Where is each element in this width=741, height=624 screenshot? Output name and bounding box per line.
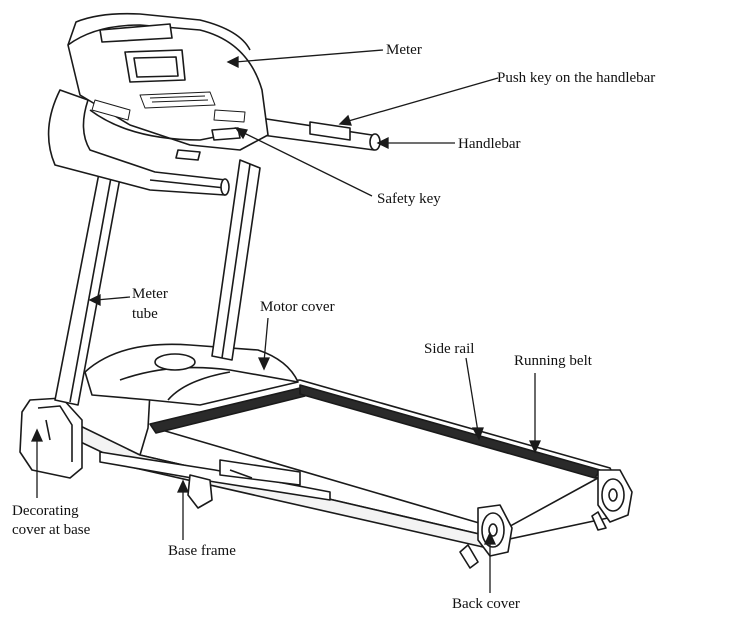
leader-safety-key — [241, 131, 373, 197]
side-rail-right — [299, 384, 601, 479]
console-buttons — [91, 91, 246, 123]
label-decorating-cover-line2: cover at base — [12, 522, 91, 538]
label-back-cover: Back cover — [452, 596, 520, 612]
leader-motor-cover — [263, 317, 269, 363]
leader-meter-tube — [95, 296, 131, 301]
label-motor-cover: Motor cover — [260, 299, 335, 315]
label-meter-tube-line1: Meter — [132, 286, 168, 302]
label-safety-key: Safety key — [377, 191, 441, 207]
leader-push-key — [344, 77, 499, 123]
label-running-belt: Running belt — [514, 353, 592, 369]
leader-meter — [234, 49, 384, 63]
label-meter: Meter — [386, 42, 422, 58]
label-handlebar: Handlebar — [458, 136, 521, 152]
label-base-frame: Base frame — [168, 543, 236, 559]
base-frame-shape — [99, 451, 331, 501]
label-decorating-cover-line1: Decorating — [12, 503, 79, 519]
decorating-cover-shape — [19, 397, 83, 479]
label-push-key-on-handlebar: Push key on the handlebar — [497, 70, 656, 86]
leader-side-rail — [465, 357, 479, 433]
label-meter-tube-line2: tube — [132, 306, 158, 322]
label-side-rail: Side rail — [424, 341, 475, 357]
safety-key-shape — [211, 127, 241, 141]
